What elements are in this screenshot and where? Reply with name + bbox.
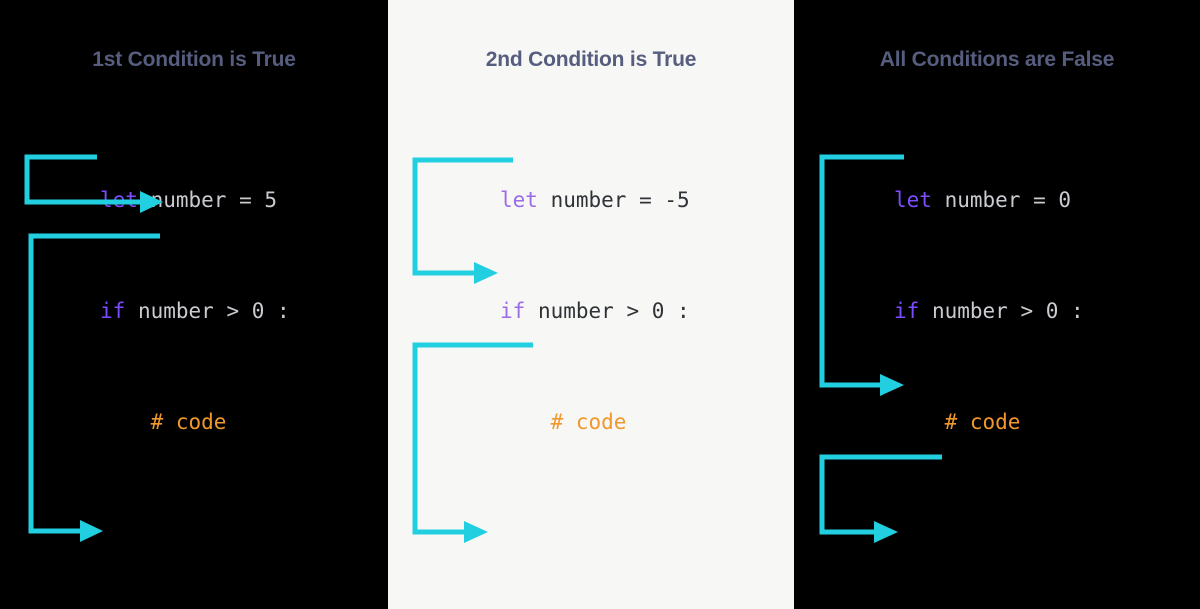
token-operator: = xyxy=(1020,188,1059,212)
code-line: if number > 0 : xyxy=(894,293,1109,330)
code-line-blank xyxy=(500,515,715,552)
token-identifier: number xyxy=(944,188,1021,212)
token-number: -5 xyxy=(664,188,690,212)
code-line: if number > 0 : xyxy=(500,293,715,330)
code-line: # code xyxy=(894,404,1109,441)
code-line: # code xyxy=(100,404,315,441)
arrowhead xyxy=(464,521,488,543)
token-indent xyxy=(894,410,945,434)
arrow-if-to-elif xyxy=(412,157,513,276)
token-colon: : xyxy=(664,299,690,323)
token-comment: # code xyxy=(150,410,227,434)
token-number: 0 xyxy=(651,299,665,323)
panel-title: 1st Condition is True xyxy=(92,48,296,71)
token-space xyxy=(932,188,945,212)
token-operator: = xyxy=(226,188,265,212)
token-operator: = xyxy=(626,188,665,212)
token-identifier: number xyxy=(537,299,614,323)
token-comment: # code xyxy=(944,410,1021,434)
token-identifier: number xyxy=(150,188,227,212)
panel-first-condition-true: 1st Condition is True let number = 5 if … xyxy=(0,0,388,609)
code-line: # code xyxy=(500,404,715,441)
token-identifier: number xyxy=(931,299,1008,323)
token-operator: > xyxy=(613,299,652,323)
token-colon: : xyxy=(1058,299,1084,323)
token-operator: > xyxy=(1007,299,1046,323)
panel-title: 2nd Condition is True xyxy=(485,48,697,71)
token-number: 5 xyxy=(264,188,278,212)
panel-second-condition-true: 2nd Condition is True let number = -5 if… xyxy=(388,0,794,609)
code-block: let number = -5 if number > 0 : # code e… xyxy=(500,108,715,609)
code-block: let number = 0 if number > 0 : # code el… xyxy=(894,108,1109,609)
token-space xyxy=(538,188,551,212)
token-indent xyxy=(100,410,151,434)
token-keyword: let xyxy=(500,188,538,212)
panel-title: All Conditions are False xyxy=(879,48,1115,71)
arrowhead xyxy=(474,262,498,284)
token-colon: : xyxy=(264,299,290,323)
token-number: 0 xyxy=(1045,299,1059,323)
token-keyword: if xyxy=(500,299,526,323)
token-identifier: number xyxy=(137,299,214,323)
panel-all-conditions-false: All Conditions are False let number = 0 … xyxy=(794,0,1200,609)
token-keyword: if xyxy=(100,299,126,323)
token-indent xyxy=(500,410,551,434)
code-block: let number = 5 if number > 0 : # code el… xyxy=(100,108,315,609)
token-comment: # code xyxy=(550,410,627,434)
code-line: let number = -5 xyxy=(500,182,715,219)
token-number: 0 xyxy=(1058,188,1072,212)
code-line: if number > 0 : xyxy=(100,293,315,330)
token-number: 0 xyxy=(251,299,265,323)
code-line-blank xyxy=(100,515,315,552)
token-identifier: number xyxy=(550,188,627,212)
token-space xyxy=(125,299,138,323)
token-space xyxy=(919,299,932,323)
token-keyword: let xyxy=(100,188,138,212)
code-line-blank xyxy=(894,515,1109,552)
token-space xyxy=(525,299,538,323)
token-operator: > xyxy=(213,299,252,323)
token-keyword: if xyxy=(894,299,920,323)
token-keyword: let xyxy=(894,188,932,212)
code-line: let number = 5 xyxy=(100,182,315,219)
arrow-conditions-to-else xyxy=(819,154,904,388)
token-space xyxy=(138,188,151,212)
code-line: let number = 0 xyxy=(894,182,1109,219)
